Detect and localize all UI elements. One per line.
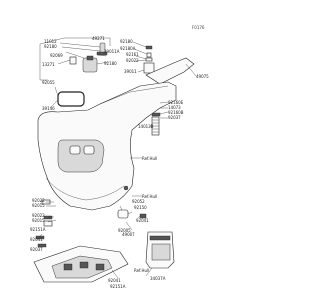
- callout-92180-a: 92180: [44, 44, 57, 49]
- callout-49007: 49007: [122, 232, 135, 237]
- page-code: F0176: [192, 25, 205, 30]
- callout-92037-b: 92037: [30, 247, 43, 252]
- callout-34037a: 34037A: [150, 276, 166, 281]
- hose-clamp-b: [151, 112, 161, 117]
- strap-band-body: [151, 243, 171, 261]
- ref-hull-1: Ref.Hull: [142, 156, 157, 161]
- callout-92180-b: 92180: [104, 61, 117, 66]
- callout-92005: 92005: [118, 228, 131, 233]
- callout-39011: 39011: [124, 69, 137, 74]
- bottom-tray: [33, 245, 129, 283]
- callout-11012: 11012: [44, 39, 57, 44]
- ref-hull-2: Ref.Hull: [142, 194, 157, 199]
- callout-49075: 49075: [196, 74, 209, 79]
- tank-port-a: [69, 145, 81, 155]
- callout-92151a-a: 92151A: [30, 227, 46, 232]
- ref-hull-3: Ref.Hull: [134, 268, 149, 273]
- callout-49271: 49271: [92, 36, 105, 41]
- callout-92037: 92037: [168, 115, 181, 120]
- reference-labels: Ref.Hull Ref.Hull Ref.Hull: [134, 156, 157, 273]
- callout-39146: 39146: [42, 106, 55, 111]
- callout-92022-b: 92022: [32, 198, 45, 203]
- callout-labels: 11012 92180 92069 49271 39011A 13271 921…: [30, 36, 209, 289]
- inset-box: [39, 37, 111, 81]
- strap-clip: [117, 209, 129, 219]
- fitting-c: [145, 57, 153, 62]
- tray-slot-b: [79, 261, 89, 269]
- drain-fitting: [123, 185, 129, 191]
- callout-92160b: 92160B: [168, 110, 184, 115]
- strap-assembly: [117, 209, 175, 269]
- callout-92052: 92052: [132, 199, 145, 204]
- gasket-ring: [57, 91, 85, 107]
- washer-a: [43, 215, 53, 220]
- callout-14013b: 14013B: [138, 124, 154, 129]
- fuel-cap-parts: [69, 42, 108, 73]
- tray-slot-a: [63, 263, 73, 271]
- leader-lines: [39, 41, 197, 279]
- washer-b: [43, 220, 53, 227]
- hose-ribs: [152, 119, 159, 133]
- tank-neck: [99, 85, 169, 105]
- callout-92041-c: 92041: [108, 278, 121, 283]
- tray-slot-c: [95, 263, 105, 271]
- tank-outline: [37, 81, 177, 211]
- callout-13271: 13271: [42, 62, 55, 67]
- callout-92160e: 92160E: [168, 100, 184, 105]
- fitting-d: [143, 62, 155, 74]
- callout-92180-c: 92180: [120, 39, 133, 44]
- callout-14073: 14073: [168, 105, 181, 110]
- callout-92015-b: 92015: [32, 218, 45, 223]
- nut-part: [69, 56, 77, 65]
- clip-part: [96, 51, 108, 56]
- tank-recess: [57, 139, 105, 173]
- callout-92022-c: 92022: [32, 213, 45, 218]
- cap-top: [86, 55, 94, 61]
- parts-diagram: F0176: [30, 25, 209, 289]
- callout-92161: 92161: [126, 52, 139, 57]
- callout-92180a: 92180A: [120, 46, 136, 51]
- callout-92041-b: 92041: [136, 218, 149, 223]
- strap-band-top: [149, 235, 171, 241]
- callout-92069: 92069: [50, 53, 63, 58]
- right-fittings: [143, 45, 155, 74]
- tank-contour: [45, 177, 125, 201]
- callout-92041-a: 92041: [30, 237, 43, 242]
- tank-body: [37, 81, 177, 211]
- callout-92015-a: 92015: [32, 203, 45, 208]
- callout-39011a: 39011A: [104, 49, 120, 54]
- fitting-b: [146, 52, 152, 58]
- gasket: [57, 91, 85, 107]
- callout-92150: 92150: [134, 205, 147, 210]
- callout-92022-a: 92022: [126, 58, 139, 63]
- fitting-a: [145, 45, 153, 50]
- callout-92055: 92055: [42, 80, 55, 85]
- tank-port-b: [83, 145, 95, 155]
- callout-92151a-b: 92151A: [110, 284, 126, 289]
